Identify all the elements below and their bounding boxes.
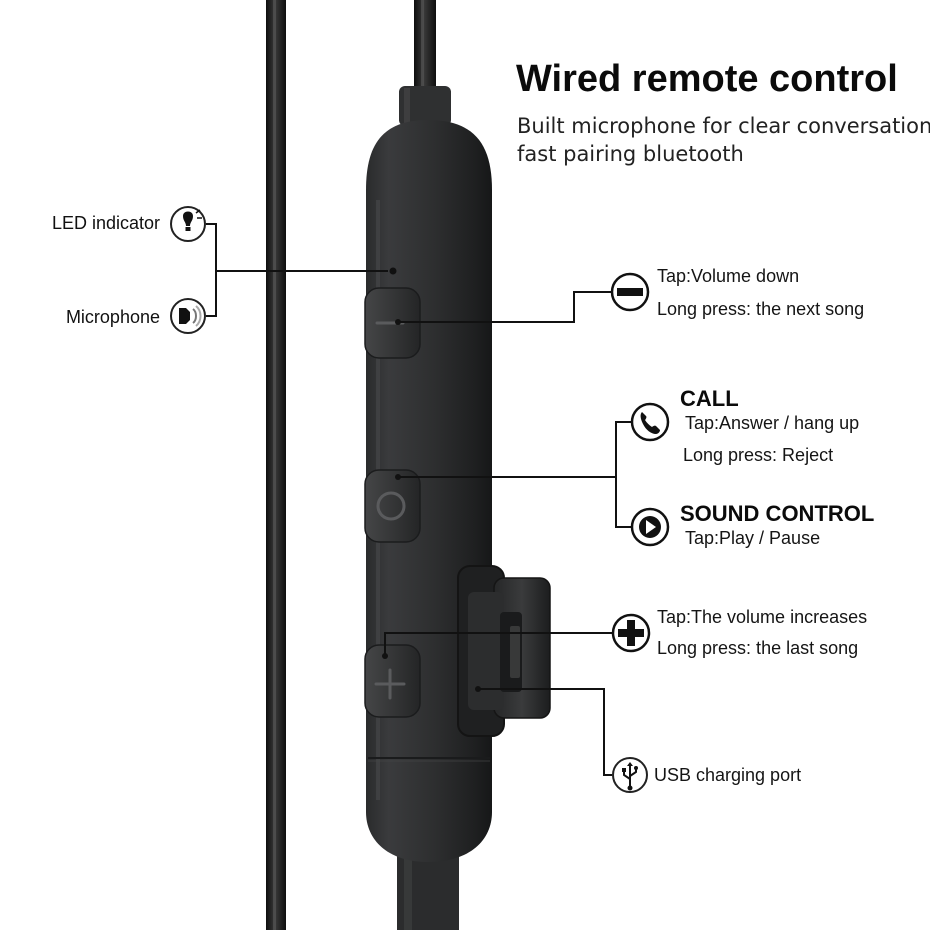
- plus-tap-label: Tap:The volume increases: [657, 607, 868, 627]
- top-strain-relief: [399, 86, 451, 126]
- multifunction-button[interactable]: [364, 469, 421, 543]
- led-indicator-label: LED indicator: [51, 213, 160, 233]
- microphone-icon: [170, 298, 206, 334]
- subtitle-line-2: fast pairing bluetooth: [517, 142, 744, 166]
- plus-button[interactable]: [364, 644, 421, 718]
- subtitle-line-1: Built microphone for clear conversation: [517, 114, 930, 138]
- microphone-label: Microphone: [65, 307, 160, 327]
- call-long-press-label: Long press: Reject: [683, 445, 834, 465]
- minus-tap-label: Tap:Volume down: [657, 266, 800, 286]
- call-tap-label: Tap:Answer / hang up: [685, 413, 860, 433]
- usb-icon: [612, 757, 648, 793]
- plus-circle-icon: [611, 613, 651, 653]
- sound-control-heading: SOUND CONTROL: [680, 501, 875, 526]
- leader-lines: [206, 223, 632, 776]
- sound-control-tap-label: Tap:Play / Pause: [685, 528, 821, 548]
- plus-long-press-label: Long press: the last song: [657, 638, 859, 658]
- usb-charging-port-label: USB charging port: [654, 765, 802, 785]
- minus-circle-icon: [610, 272, 650, 312]
- led-dot: [389, 267, 397, 275]
- call-heading: CALL: [680, 386, 739, 411]
- top-cable: [414, 0, 436, 92]
- minus-long-press-label: Long press: the next song: [657, 299, 865, 319]
- led-bulb-icon: [170, 206, 206, 242]
- usb-port-cover[interactable]: [457, 565, 551, 737]
- play-circle-icon: [630, 507, 670, 547]
- page-title: Wired remote control: [516, 58, 898, 100]
- phone-icon: [630, 402, 670, 442]
